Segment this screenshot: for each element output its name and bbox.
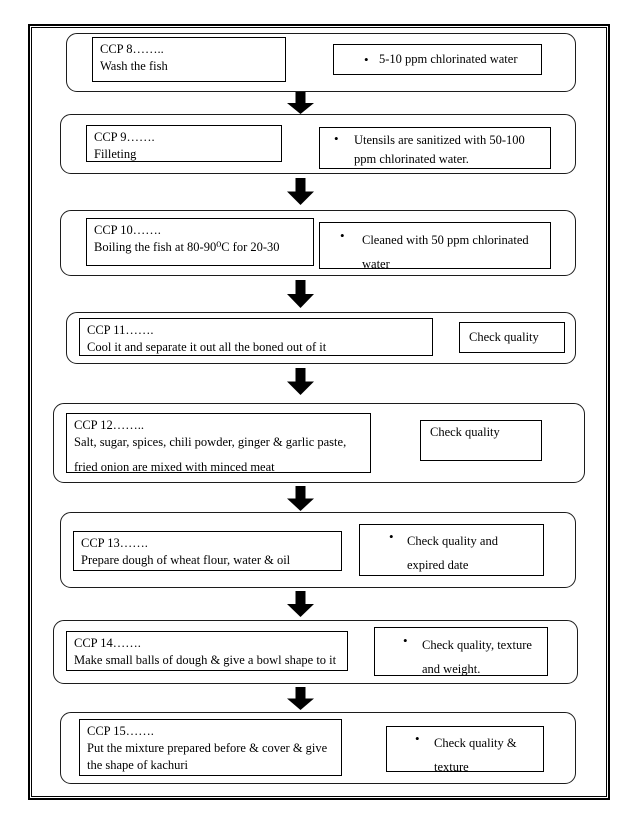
bullet-icon: • — [364, 51, 369, 67]
flow-arrow-down-icon — [287, 591, 314, 617]
page-border-inner — [31, 27, 607, 797]
step-description: Wash the fish — [100, 59, 168, 73]
flow-arrow-down-icon — [287, 280, 314, 308]
step-description: Boiling the fish at 80-90⁰C for 20-30 — [94, 240, 280, 254]
flow-arrow-down-icon — [287, 486, 314, 511]
flow-arrow-down-icon — [287, 92, 314, 114]
control-text: Check quality and — [407, 534, 498, 548]
bullet-icon: • — [389, 529, 394, 544]
flow-step-ccp13: CCP 13……. Prepare dough of wheat flour, … — [60, 512, 576, 588]
step-box-ccp12: CCP 12…….. Salt, sugar, spices, chili po… — [66, 413, 371, 474]
flow-step-ccp10: CCP 10……. Boiling the fish at 80-90⁰C fo… — [60, 210, 576, 276]
flow-arrow-down-icon — [287, 178, 314, 205]
control-box-ccp8: • 5-10 ppm chlorinated water — [333, 44, 542, 75]
step-label: CCP 14……. — [74, 636, 141, 650]
control-text: texture — [434, 760, 469, 774]
control-box-ccp11: Check quality — [459, 322, 565, 353]
bullet-icon: • — [403, 633, 408, 648]
bullet-icon: • — [334, 131, 339, 146]
step-label: CCP 12…….. — [74, 418, 145, 432]
flow-step-ccp15: CCP 15……. Put the mixture prepared befor… — [60, 712, 576, 784]
step-description: Salt, sugar, spices, chili powder, ginge… — [74, 435, 347, 449]
control-text: Check quality & — [434, 736, 517, 750]
control-text: Check quality — [430, 425, 500, 439]
flow-arrow-down-icon — [287, 687, 314, 710]
control-text: Check quality — [469, 330, 539, 344]
control-text: expired date — [407, 558, 469, 572]
control-box-ccp10: • Cleaned with 50 ppm chlorinated water — [319, 222, 551, 271]
step-box-ccp14: CCP 14……. Make small balls of dough & gi… — [66, 631, 348, 671]
step-box-ccp13: CCP 13……. Prepare dough of wheat flour, … — [73, 531, 342, 571]
step-label: CCP 11……. — [87, 323, 154, 337]
step-label: CCP 10……. — [94, 223, 161, 237]
step-box-ccp10: CCP 10……. Boiling the fish at 80-90⁰C fo… — [86, 218, 314, 266]
control-box-ccp13: • Check quality and expired date — [359, 524, 544, 576]
control-text: Utensils are sanitized with 50-100 — [354, 133, 525, 147]
control-text: water — [362, 257, 390, 271]
control-box-ccp14: • Check quality, texture and weight. — [374, 627, 548, 676]
step-box-ccp9: CCP 9……. Filleting — [86, 125, 282, 162]
bullet-icon: • — [340, 228, 345, 243]
step-description: Put the mixture prepared before & cover … — [87, 741, 328, 755]
step-description: fried onion are mixed with minced meat — [74, 460, 275, 474]
control-text: and weight. — [422, 662, 481, 676]
page-border — [28, 24, 610, 800]
control-text: ppm chlorinated water. — [354, 152, 469, 166]
step-box-ccp15: CCP 15……. Put the mixture prepared befor… — [79, 719, 342, 776]
step-description: Cool it and separate it out all the bone… — [87, 340, 327, 354]
step-box-ccp11: CCP 11……. Cool it and separate it out al… — [79, 318, 433, 356]
step-description: the shape of kachuri — [87, 758, 189, 772]
flow-step-ccp9: CCP 9……. Filleting • Utensils are saniti… — [60, 114, 576, 174]
control-box-ccp12: Check quality — [420, 420, 542, 461]
step-label: CCP 15……. — [87, 724, 154, 738]
control-text: Cleaned with 50 ppm chlorinated — [362, 233, 529, 247]
flow-arrow-down-icon — [287, 368, 314, 395]
control-box-ccp15: • Check quality & texture — [386, 726, 544, 774]
step-box-ccp8: CCP 8…….. Wash the fish — [92, 37, 286, 82]
control-text: Check quality, texture — [422, 638, 532, 652]
bullet-icon: • — [415, 731, 420, 746]
step-description: Make small balls of dough & give a bowl … — [74, 653, 337, 667]
step-label: CCP 9……. — [94, 130, 155, 144]
flow-step-ccp12: CCP 12…….. Salt, sugar, spices, chili po… — [53, 403, 585, 483]
step-description: Prepare dough of wheat flour, water & oi… — [81, 553, 291, 567]
step-description: Filleting — [94, 147, 137, 161]
flow-step-ccp14: CCP 14……. Make small balls of dough & gi… — [53, 620, 578, 684]
step-label: CCP 13……. — [81, 536, 148, 550]
control-text: 5-10 ppm chlorinated water — [379, 52, 518, 66]
control-box-ccp9: • Utensils are sanitized with 50-100 ppm… — [319, 127, 551, 169]
flow-step-ccp8: CCP 8…….. Wash the fish • 5-10 ppm chlor… — [66, 33, 576, 92]
step-label: CCP 8…….. — [100, 42, 164, 56]
flow-step-ccp11: CCP 11……. Cool it and separate it out al… — [66, 312, 576, 364]
